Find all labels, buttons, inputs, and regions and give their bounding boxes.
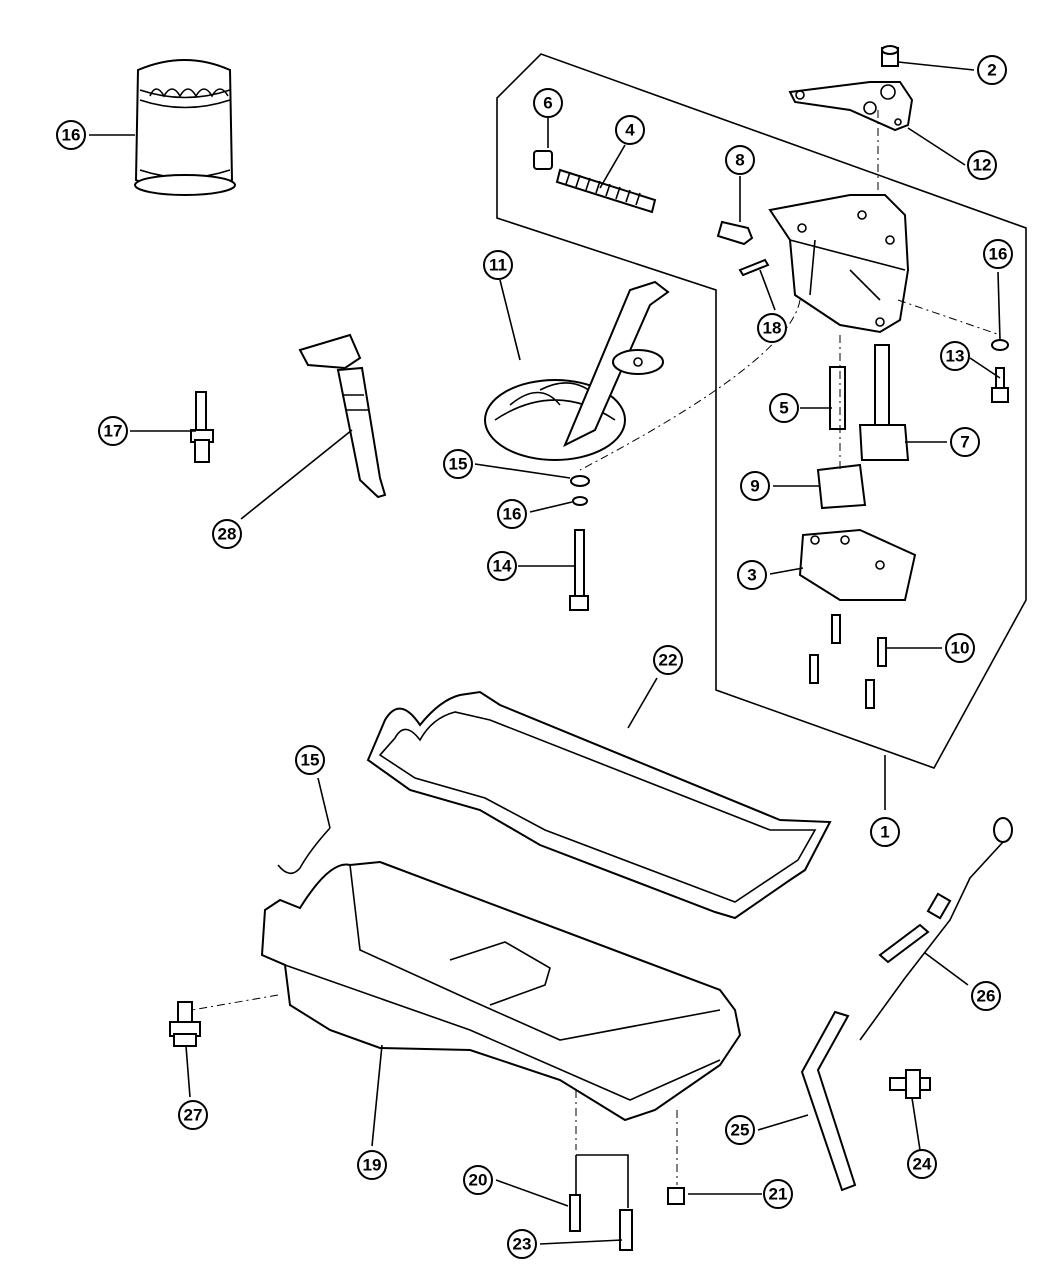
svg-text:11: 11 — [489, 256, 507, 275]
pickup-bolt — [569, 529, 589, 611]
relief-valve-plunger — [716, 220, 754, 246]
svg-text:8: 8 — [735, 151, 744, 170]
callout-26: 26 — [971, 981, 1001, 1011]
breather-fitting — [889, 1069, 931, 1099]
callout-22: 22 — [653, 645, 683, 675]
svg-text:21: 21 — [769, 1185, 788, 1204]
callout-4: 4 — [615, 115, 645, 145]
svg-text:17: 17 — [104, 422, 123, 441]
leader-lines — [89, 61, 1001, 1245]
callout-15-washer: 15 — [443, 449, 473, 479]
callout-20: 20 — [463, 1165, 493, 1195]
svg-text:15: 15 — [449, 455, 468, 474]
svg-text:3: 3 — [747, 566, 756, 585]
svg-text:18: 18 — [763, 319, 782, 338]
pan-stud-23 — [619, 1209, 633, 1251]
dipstick — [859, 817, 1013, 1041]
oil-pump-assembly-box — [496, 53, 1027, 769]
callout-11: 11 — [483, 250, 513, 280]
callout-19: 19 — [357, 1150, 387, 1180]
callout-9: 9 — [740, 471, 770, 501]
svg-text:23: 23 — [513, 1235, 532, 1254]
svg-text:25: 25 — [731, 1121, 750, 1140]
pump-cover-screws — [809, 614, 887, 709]
callout-14: 14 — [487, 551, 517, 581]
callout-16-pump: 16 — [983, 239, 1013, 269]
callout-12: 12 — [967, 150, 997, 180]
svg-text:9: 9 — [750, 477, 759, 496]
callout-21: 21 — [763, 1179, 793, 1209]
callout-15-clip: 15 — [295, 745, 325, 775]
relief-valve-cap — [533, 150, 553, 170]
pump-cover — [798, 528, 917, 601]
callout-17: 17 — [98, 416, 128, 446]
callout-16-filter: 16 — [56, 120, 86, 150]
dipstick-tube — [800, 1010, 857, 1192]
drain-plug — [169, 1001, 201, 1047]
alignment-lines — [191, 110, 1001, 1185]
pan-nut-21 — [667, 1187, 685, 1205]
callout-7: 7 — [950, 427, 980, 457]
callout-16-lockwasher: 16 — [497, 499, 527, 529]
callout-25: 25 — [725, 1115, 755, 1145]
roll-pin — [738, 258, 770, 277]
oil-filter — [134, 59, 236, 196]
callout-27: 27 — [178, 1100, 208, 1130]
callout-1: 1 — [870, 817, 900, 847]
svg-text:2: 2 — [987, 61, 996, 80]
oil-pan — [260, 860, 742, 1122]
callout-3: 3 — [737, 560, 767, 590]
svg-text:13: 13 — [946, 347, 965, 366]
svg-text:1: 1 — [880, 823, 889, 842]
pan-bolt-20 — [569, 1194, 581, 1232]
callout-24: 24 — [907, 1149, 937, 1179]
oil-pan-gasket — [366, 690, 832, 920]
svg-text:20: 20 — [469, 1171, 488, 1190]
svg-text:15: 15 — [301, 751, 320, 770]
svg-text:26: 26 — [977, 987, 996, 1006]
callout-2: 2 — [977, 55, 1007, 85]
svg-text:27: 27 — [184, 1106, 203, 1125]
svg-text:4: 4 — [625, 121, 635, 140]
svg-text:16: 16 — [503, 505, 522, 524]
oil-pump-body — [768, 194, 910, 334]
callout-5: 5 — [769, 393, 799, 423]
svg-text:28: 28 — [218, 525, 237, 544]
svg-text:6: 6 — [543, 94, 552, 113]
pump-shaft — [829, 366, 846, 430]
callout-23: 23 — [507, 1229, 537, 1259]
callout-6: 6 — [533, 88, 563, 118]
ignition-coil — [298, 333, 387, 499]
callout-28: 28 — [212, 519, 242, 549]
drive-gear — [858, 344, 910, 461]
svg-text:16: 16 — [62, 126, 81, 145]
pump-cover-gasket — [788, 81, 914, 132]
svg-text:7: 7 — [960, 433, 969, 452]
oil-pressure-sender — [190, 391, 214, 463]
pump-mounting-bolt — [991, 367, 1009, 403]
callout-18: 18 — [757, 313, 787, 343]
flat-washer — [570, 475, 590, 487]
svg-text:5: 5 — [779, 399, 788, 418]
idler-gear — [816, 463, 867, 510]
oil-pickup-screen — [484, 280, 670, 461]
svg-text:16: 16 — [989, 245, 1008, 264]
svg-text:14: 14 — [493, 557, 512, 576]
svg-text:22: 22 — [659, 651, 678, 670]
pump-fitting — [881, 45, 899, 67]
svg-text:12: 12 — [973, 156, 992, 175]
callout-10: 10 — [945, 633, 975, 663]
pump-bolt-washer — [991, 339, 1009, 351]
svg-text:19: 19 — [363, 1156, 382, 1175]
svg-text:24: 24 — [913, 1155, 932, 1174]
svg-text:10: 10 — [951, 639, 970, 658]
lock-washer — [572, 496, 588, 506]
relief-valve-spring — [555, 168, 657, 214]
callout-8: 8 — [725, 145, 755, 175]
callout-13: 13 — [940, 341, 970, 371]
